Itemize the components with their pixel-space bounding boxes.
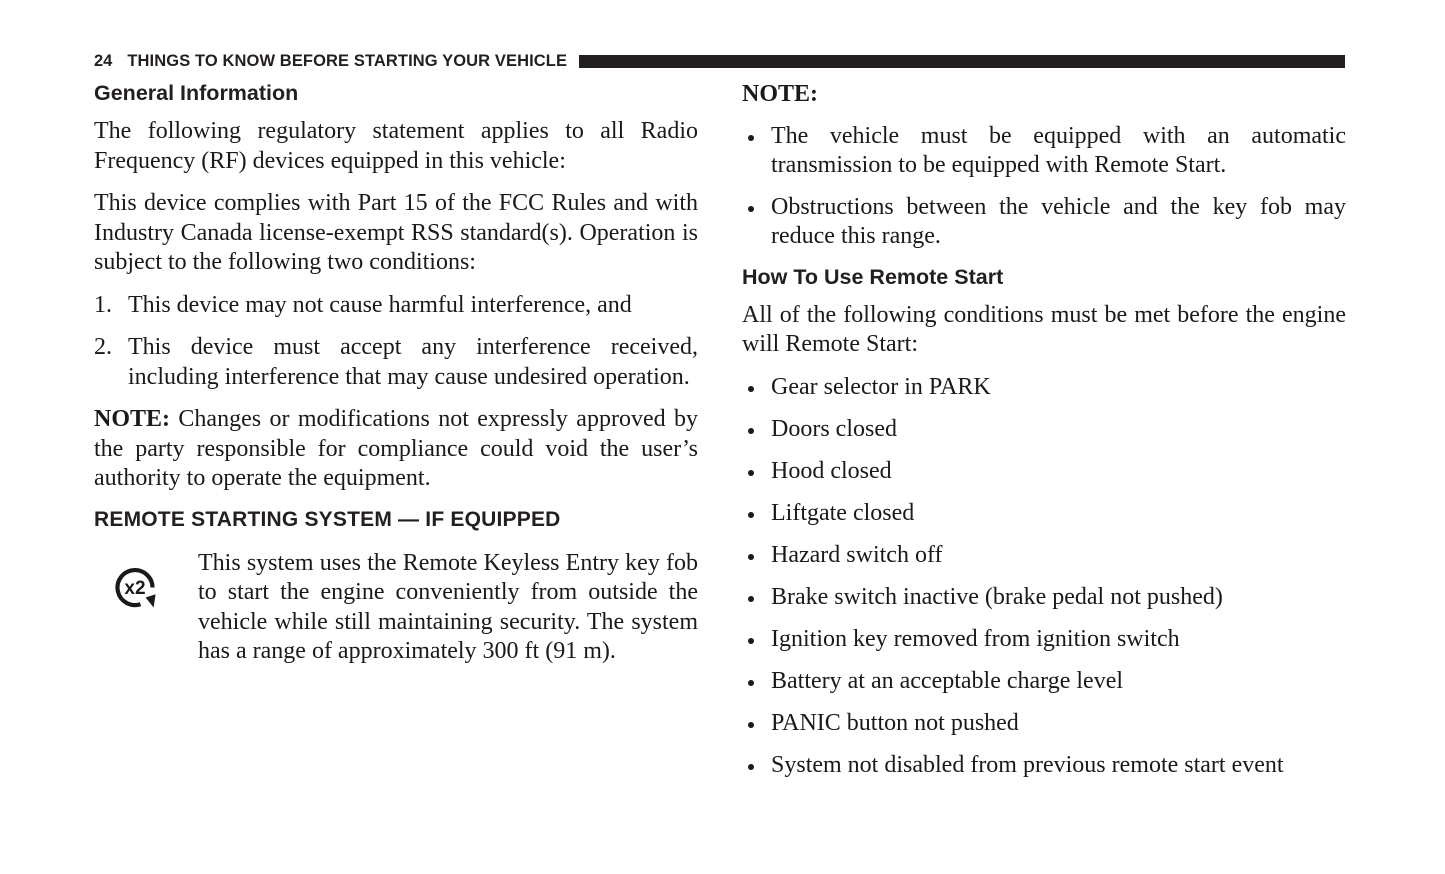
right-column: NOTE: The vehicle must be equipped with … (742, 80, 1346, 793)
header-title: THINGS TO KNOW BEFORE STARTING YOUR VEHI… (127, 51, 568, 70)
list-item: Hood closed (742, 457, 1346, 487)
list-item: The vehicle must be equipped with an aut… (742, 122, 1346, 181)
paragraph-regulatory-intro: The following regulatory statement appli… (94, 118, 698, 174)
list-item: Liftgate closed (742, 499, 1346, 529)
list-item: Obstructions between the vehicle and the… (742, 193, 1346, 252)
list-item: Hazard switch off (742, 541, 1346, 571)
list-item: 2. This device must accept any interferen… (94, 333, 698, 392)
list-item: 1. This device may not cause harmful inte… (94, 291, 698, 321)
list-item-number: 1. (94, 291, 112, 318)
list-item-number: 2. (94, 334, 112, 360)
section-heading-remote-starting-system: REMOTE STARTING SYSTEM — IF EQUIPPED (94, 507, 561, 531)
paragraph-how-to-intro: All of the following conditions must be … (742, 301, 1346, 358)
list-item: Doors closed (742, 415, 1346, 445)
fcc-conditions-list: 1. This device may not cause harmful inte… (94, 291, 698, 393)
list-item: System not disabled from previous remote… (742, 751, 1346, 781)
icon-x2-label: x2 (124, 578, 145, 599)
header-rule-bar (579, 54, 1345, 68)
paragraph-remote-start-description: This system uses the Remote Keyless Entr… (198, 549, 698, 665)
press-twice-circular-arrow-icon: x2 (115, 567, 156, 607)
list-item-text: This device may not cause harmful interf… (128, 291, 632, 318)
left-column: General Information The following regula… (94, 80, 698, 667)
page-header: 24 THINGS TO KNOW BEFORE STARTING YOUR V… (94, 50, 1345, 72)
section-heading-how-to-use-remote-start: How To Use Remote Start (742, 264, 1004, 289)
list-item: Brake switch inactive (brake pedal not p… (742, 583, 1346, 613)
section-heading-general-information: General Information (94, 81, 299, 105)
note-label: NOTE: (94, 406, 171, 432)
list-item: Battery at an acceptable charge level (742, 667, 1346, 697)
paragraph-note-modifications: NOTE: Changes or modifications not expre… (94, 405, 698, 494)
remote-start-icon-block: x2 This system uses the Remote Keyless E… (94, 549, 698, 667)
note-body-text: Changes or modifications not expressly a… (94, 406, 698, 491)
note-heading: NOTE: (742, 81, 819, 107)
list-item: Gear selector in PARK (742, 373, 1346, 403)
list-item: Ignition key removed from ignition switc… (742, 625, 1346, 655)
paragraph-fcc-compliance: This device complies with Part 15 of the… (94, 190, 698, 275)
page-number: 24 (94, 51, 113, 70)
remote-start-conditions-list: Gear selector in PARK Doors closed Hood … (742, 373, 1346, 781)
list-item-text: This device must accept any interference… (128, 334, 698, 390)
note-bullet-list: The vehicle must be equipped with an aut… (742, 122, 1346, 252)
list-item: PANIC button not pushed (742, 709, 1346, 739)
